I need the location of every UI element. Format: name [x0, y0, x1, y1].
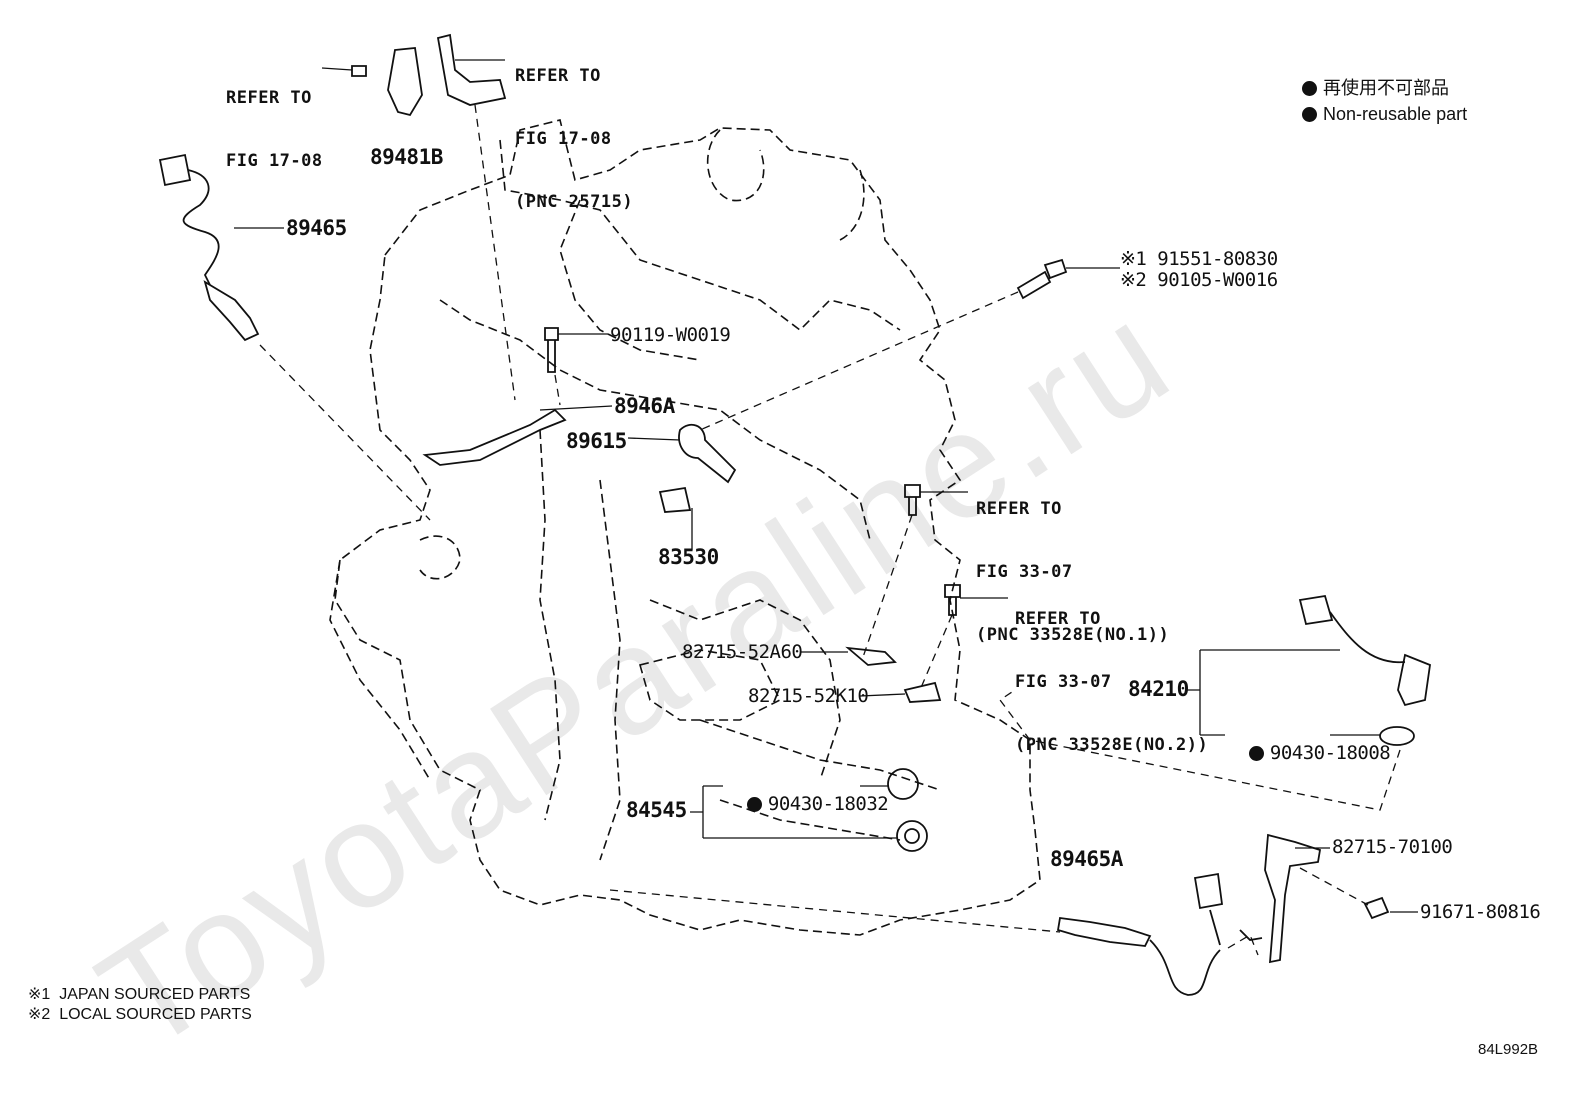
sensor-89615-icon [678, 423, 737, 484]
part-8946a[interactable]: 8946A [614, 394, 675, 418]
bolt-small-icon [351, 65, 367, 77]
non-reusable-dot-icon [1248, 746, 1264, 761]
filled-dot-icon [1302, 107, 1318, 122]
bolt-ref-d-icon [944, 584, 961, 616]
non-reusable-dot-icon [746, 797, 762, 812]
part-90430-18032[interactable]: 90430-18032 [725, 776, 889, 814]
bolt-91671-icon [1363, 896, 1390, 920]
legend-non-reusable-jp: 再使用不可部品 [1292, 61, 1449, 97]
bracket-70100-icon [1264, 833, 1322, 964]
leader-lines [234, 59, 1418, 913]
bolt-90119-icon [544, 327, 559, 373]
speed-sensor-89481b-icon [387, 47, 423, 117]
part-89615[interactable]: 89615 [566, 429, 627, 453]
o2-sensor-89465a-connector-icon [1193, 872, 1224, 910]
reference-fig-17-08-a: REFER TO FIG 17-08 [226, 88, 323, 171]
bracket-8946a-icon [422, 408, 567, 466]
switch-83530-icon [658, 486, 692, 513]
part-83530[interactable]: 83530 [658, 545, 719, 569]
clip-52k10-icon [903, 681, 942, 703]
part-89481b[interactable]: 89481B [370, 145, 443, 169]
o2-sensor-wire-icon [182, 169, 220, 286]
filled-dot-icon [1302, 81, 1318, 96]
o2-sensor-89465a-wire-icon [1149, 939, 1221, 996]
gasket-90430-18008-icon [1379, 726, 1415, 746]
engine-outline [329, 119, 1041, 936]
part-82715-52a60[interactable]: 82715-52A60 [682, 641, 803, 663]
part-91671-80816[interactable]: 91671-80816 [1420, 901, 1541, 923]
part-84210[interactable]: 84210 [1128, 677, 1189, 701]
o2-sensor-body-icon [203, 280, 260, 342]
part-90430-18008[interactable]: 90430-18008 [1227, 725, 1391, 763]
sensor-84210-wire-icon [1329, 611, 1406, 664]
reference-fig-33-07-no2: REFER TO FIG 33-07 (PNC 33528E(NO.2)) [1015, 609, 1209, 755]
legend-non-reusable-en: Non-reusable part [1292, 87, 1467, 123]
part-90105-w0016[interactable]: ※2 90105-W0016 [1120, 269, 1278, 291]
part-89465a[interactable]: 89465A [1050, 847, 1123, 871]
sensor-84210-body-icon [1397, 653, 1431, 707]
bracket-icon [436, 33, 507, 106]
bolt-91551-icon [1016, 258, 1068, 300]
o2-sensor-connector-icon [158, 153, 192, 187]
part-84545[interactable]: 84545 [626, 798, 687, 822]
reference-fig-17-08-b: REFER TO FIG 17-08 (PNC 25715) [515, 66, 634, 212]
footnote-japan-sourced: ※1 JAPAN SOURCED PARTS [28, 986, 251, 1003]
part-91551-80830[interactable]: ※1 91551-80830 [1120, 248, 1278, 270]
switch-84545-icon [896, 820, 928, 852]
clip-52a60-icon [845, 646, 897, 666]
o2-sensor-89465a-body-icon [1056, 916, 1152, 947]
footnote-local-sourced: ※2 LOCAL SOURCED PARTS [28, 1006, 252, 1023]
dashed-connectors [259, 104, 1401, 956]
part-sketches [158, 33, 1431, 996]
bolt-ref-c-icon [904, 484, 921, 516]
part-90119-w0019[interactable]: 90119-W0019 [610, 324, 731, 346]
part-89465[interactable]: 89465 [286, 216, 347, 240]
part-82715-52k10[interactable]: 82715-52K10 [748, 685, 869, 707]
gasket-90430-18032-icon [887, 768, 919, 800]
sensor-84210-connector-icon [1298, 594, 1334, 626]
diagram-code: 84L992B [1478, 1041, 1539, 1058]
part-82715-70100[interactable]: 82715-70100 [1332, 836, 1453, 858]
reference-fig-33-07-no1: REFER TO FIG 33-07 (PNC 33528E(NO.1)) [976, 499, 1170, 645]
